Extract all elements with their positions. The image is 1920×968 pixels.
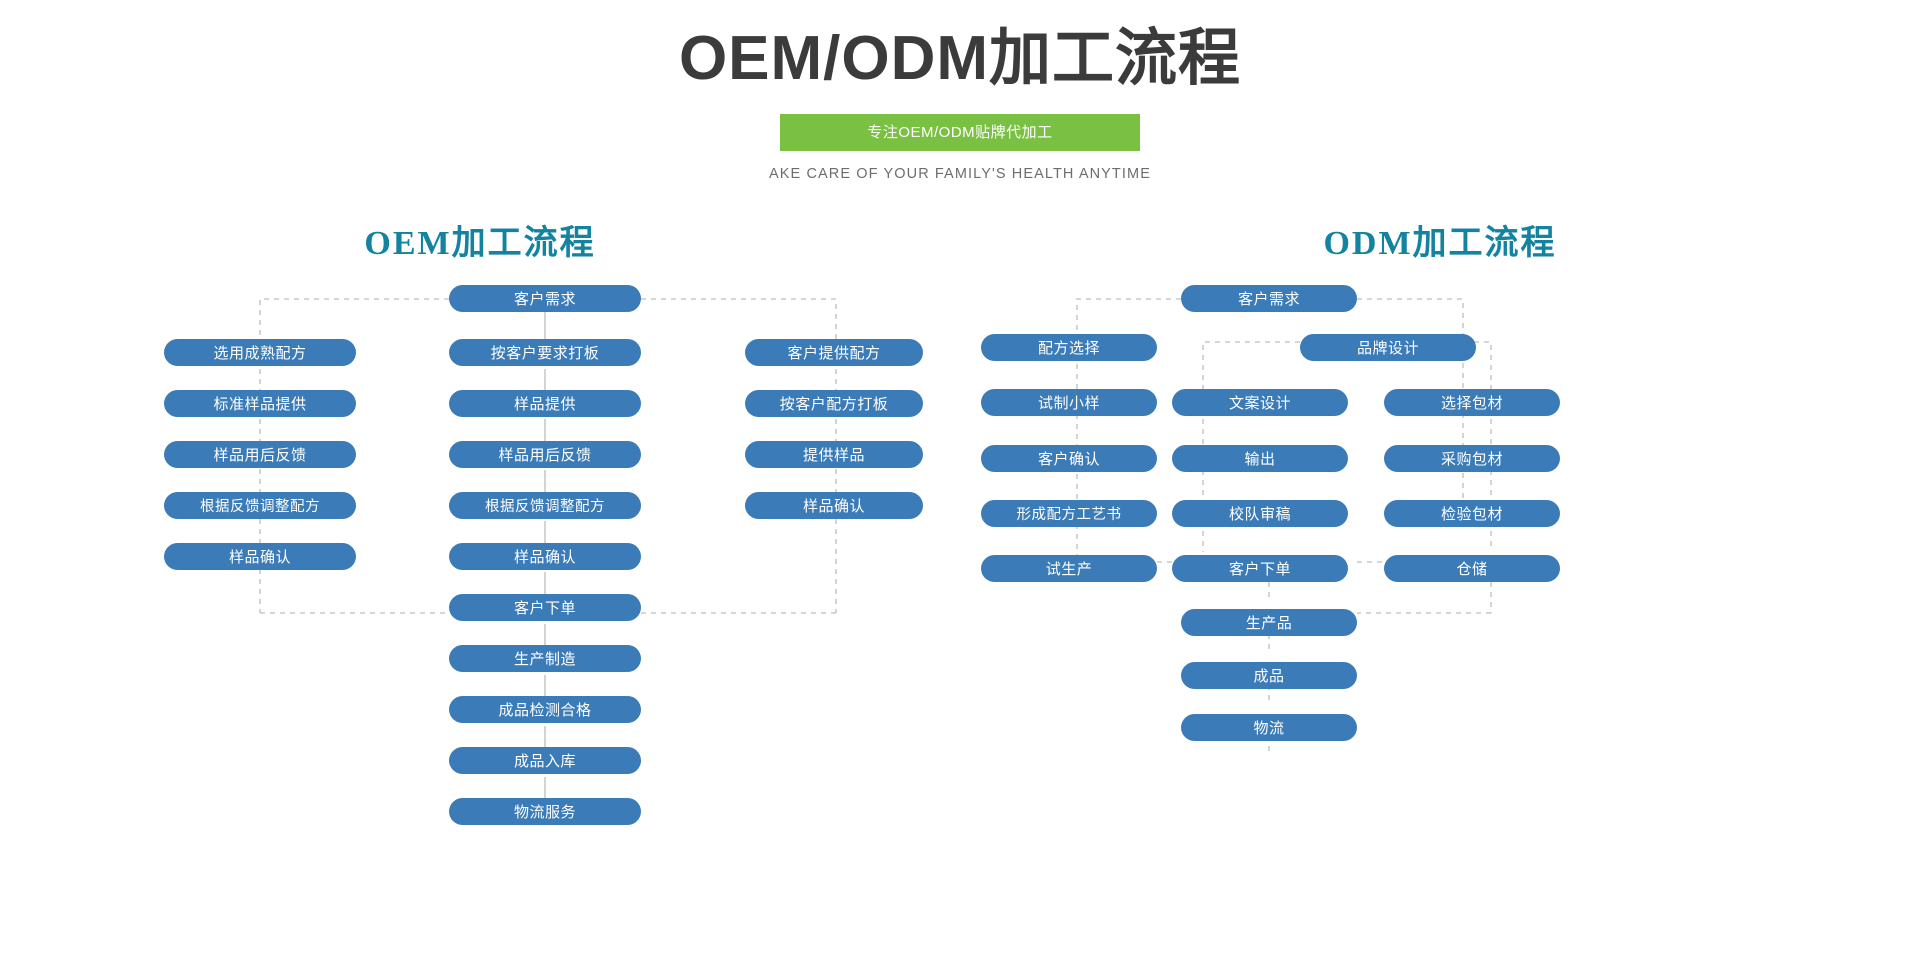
oem-flow-canvas: 客户需求 选用成熟配方 标准样品提供 样品用后反馈 根据反馈调整配方 样品确认 … xyxy=(0,277,960,897)
odm-chart-column: ODM加工流程 xyxy=(960,215,1920,915)
page-header: OEM/ODM加工流程 专注OEM/ODM贴牌代加工 AKE CARE OF Y… xyxy=(0,0,1920,183)
oem-left-node-2[interactable]: 样品用后反馈 xyxy=(164,441,356,468)
odm-tail-node-2[interactable]: 成品 xyxy=(1181,662,1357,689)
oem-center-node-1[interactable]: 样品提供 xyxy=(449,390,641,417)
oem-right-node-1[interactable]: 按客户配方打板 xyxy=(745,390,923,417)
odm-center-node-2[interactable]: 输出 xyxy=(1172,445,1348,472)
odm-tail-node-1[interactable]: 生产品 xyxy=(1181,609,1357,636)
oem-right-node-2[interactable]: 提供样品 xyxy=(745,441,923,468)
odm-left-node-2[interactable]: 客户确认 xyxy=(981,445,1157,472)
odm-left-node-3[interactable]: 形成配方工艺书 xyxy=(981,500,1157,527)
page-title: OEM/ODM加工流程 xyxy=(678,24,1242,93)
badge-container: 专注OEM/ODM贴牌代加工 xyxy=(0,114,1920,151)
oem-right-node-3[interactable]: 样品确认 xyxy=(745,492,923,519)
tagline: AKE CARE OF YOUR FAMILY'S HEALTH ANYTIME xyxy=(769,166,1151,182)
oem-left-node-4[interactable]: 样品确认 xyxy=(164,543,356,570)
odm-right-node-1[interactable]: 采购包材 xyxy=(1384,445,1560,472)
odm-center-node-0[interactable]: 品牌设计 xyxy=(1300,334,1476,361)
odm-tail-node-0[interactable]: 客户下单 xyxy=(1172,555,1348,582)
odm-left-node-4[interactable]: 试生产 xyxy=(981,555,1157,582)
odm-center-node-1[interactable]: 文案设计 xyxy=(1172,389,1348,416)
oem-section-title: OEM加工流程 xyxy=(364,225,596,262)
odm-left-node-1[interactable]: 试制小样 xyxy=(981,389,1157,416)
promo-badge: 专注OEM/ODM贴牌代加工 xyxy=(780,114,1140,151)
odm-connector-lines xyxy=(1076,298,1492,755)
odm-left-node-0[interactable]: 配方选择 xyxy=(981,334,1157,361)
oem-node-root[interactable]: 客户需求 xyxy=(449,285,641,312)
oem-center-node-3[interactable]: 根据反馈调整配方 xyxy=(449,492,641,519)
odm-center-node-3[interactable]: 校队审稿 xyxy=(1172,500,1348,527)
odm-right-node-2[interactable]: 检验包材 xyxy=(1384,500,1560,527)
oem-center-node-0[interactable]: 按客户要求打板 xyxy=(449,339,641,366)
oem-tail-node-4[interactable]: 物流服务 xyxy=(449,798,641,825)
flowcharts-container: OEM加工流程 xyxy=(0,215,1920,915)
oem-tail-node-2[interactable]: 成品检测合格 xyxy=(449,696,641,723)
oem-tail-node-0[interactable]: 客户下单 xyxy=(449,594,641,621)
oem-left-node-1[interactable]: 标准样品提供 xyxy=(164,390,356,417)
odm-right-node-3[interactable]: 仓储 xyxy=(1384,555,1560,582)
oem-tail-node-3[interactable]: 成品入库 xyxy=(449,747,641,774)
oem-tail-node-1[interactable]: 生产制造 xyxy=(449,645,641,672)
oem-left-node-3[interactable]: 根据反馈调整配方 xyxy=(164,492,356,519)
oem-left-node-0[interactable]: 选用成熟配方 xyxy=(164,339,356,366)
oem-right-node-0[interactable]: 客户提供配方 xyxy=(745,339,923,366)
oem-chart-column: OEM加工流程 xyxy=(0,215,960,915)
odm-tail-node-3[interactable]: 物流 xyxy=(1181,714,1357,741)
odm-flow-canvas: 客户需求 配方选择 试制小样 客户确认 形成配方工艺书 试生产 品牌设计 文案设… xyxy=(960,277,1920,897)
odm-right-node-0[interactable]: 选择包材 xyxy=(1384,389,1560,416)
oem-center-node-2[interactable]: 样品用后反馈 xyxy=(449,441,641,468)
odm-section-title: ODM加工流程 xyxy=(1323,225,1557,262)
odm-node-root[interactable]: 客户需求 xyxy=(1181,285,1357,312)
oem-center-node-4[interactable]: 样品确认 xyxy=(449,543,641,570)
